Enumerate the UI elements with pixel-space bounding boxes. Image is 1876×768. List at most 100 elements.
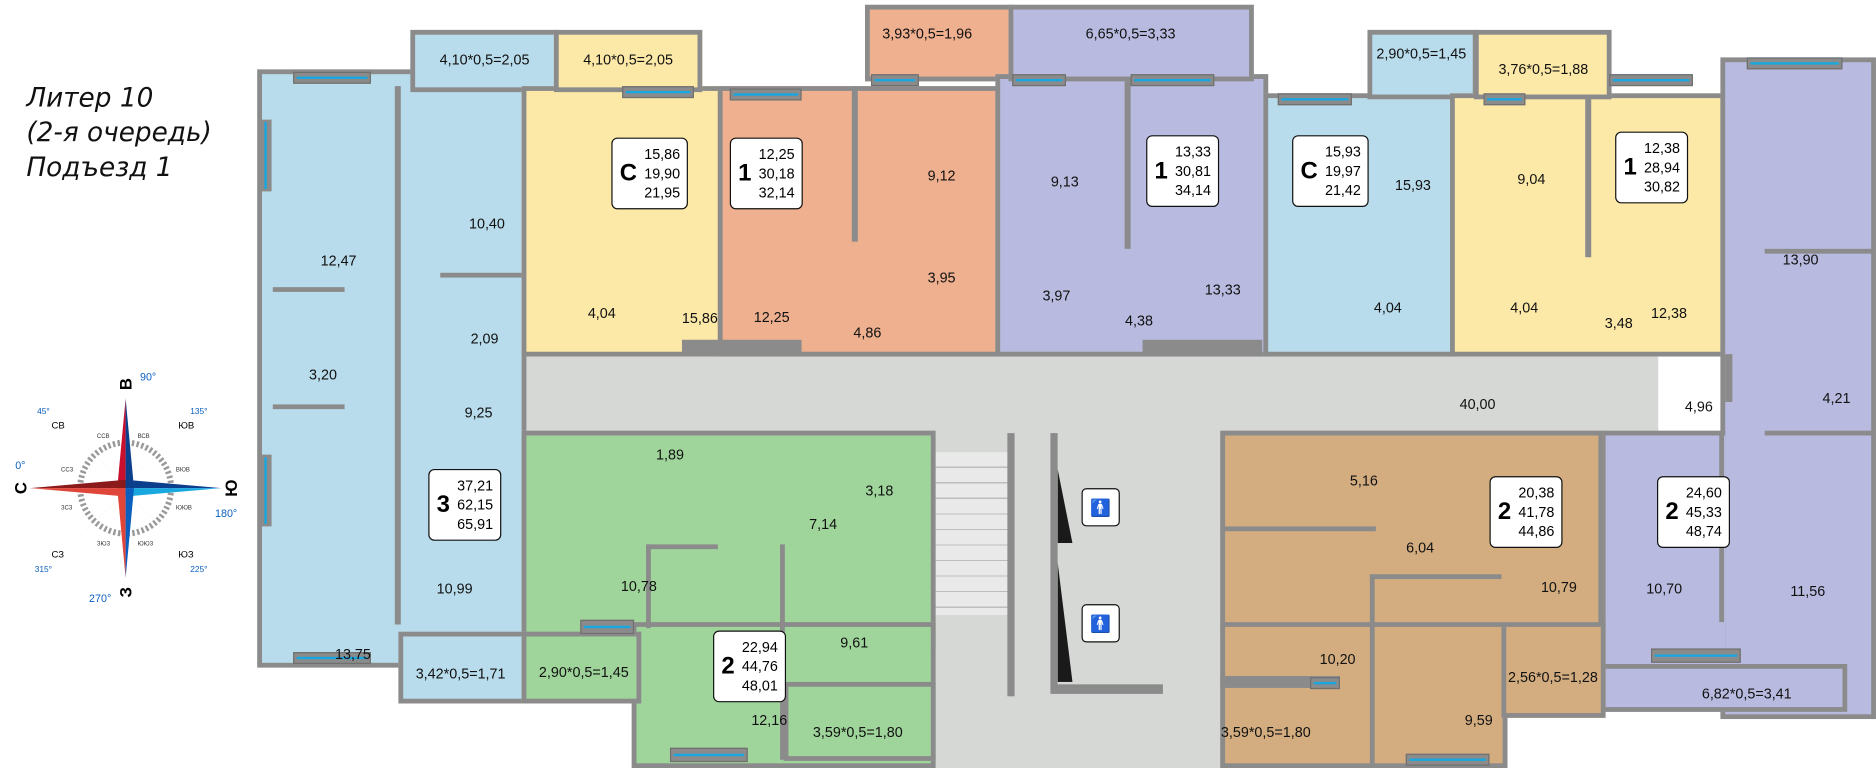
- living-area: 24,60: [1685, 484, 1722, 502]
- apartment-type: 1: [1623, 153, 1637, 181]
- total-area: 19,97: [1324, 162, 1361, 180]
- room-area-label: 9,13: [1050, 173, 1079, 191]
- balcony: [783, 681, 936, 761]
- room-area-label: 13,75: [334, 646, 371, 663]
- apartment-badge: 2 24,60 45,33 48,74: [1657, 476, 1731, 548]
- apartment-type: С: [1300, 157, 1318, 184]
- apartment-2-room-wing: [1600, 430, 1726, 670]
- corridor: [521, 351, 1659, 438]
- room-area-label: 4,38: [1124, 312, 1153, 330]
- apartment-2-room-wing: [1220, 622, 1508, 768]
- deg-90: 90°: [140, 371, 156, 383]
- room-area-label: 6,82*0,5=3,41: [1701, 685, 1792, 703]
- room-area-label: 3,48: [1604, 314, 1633, 332]
- apartment-badge: 1 13,33 30,81 34,14: [1146, 135, 1220, 207]
- apartment-type: 3: [436, 491, 450, 518]
- room-area-label: 9,04: [1517, 171, 1546, 188]
- apartment-1-room: [717, 86, 1001, 357]
- deg-225: 225°: [190, 564, 207, 574]
- room-area-label: 2,90*0,5=1,45: [1376, 45, 1467, 63]
- room-area-label: 4,21: [1822, 390, 1851, 407]
- total-with-balcony-area: 34,14: [1175, 181, 1211, 199]
- apartment-type: 2: [721, 652, 735, 679]
- room-area-label: 4,10*0,5=2,05: [439, 51, 530, 69]
- room-area-label: 3,76*0,5=1,88: [1498, 61, 1589, 78]
- total-with-balcony-area: 48,74: [1685, 522, 1722, 540]
- balcony: [864, 4, 1014, 82]
- room-area-label: 4,04: [1373, 299, 1402, 316]
- room-area-label: 4,86: [853, 324, 882, 341]
- living-area: 15,86: [644, 145, 681, 163]
- total-with-balcony-area: 48,01: [741, 677, 778, 694]
- balcony: [1008, 4, 1254, 82]
- compass-minor: ССЗ: [61, 467, 74, 473]
- apartment-badge: 1 12,38 28,94 30,82: [1615, 131, 1689, 204]
- compass-minor: ЗСЗ: [61, 506, 73, 512]
- room-area-label: 10,78: [620, 577, 657, 595]
- deg-315: 315°: [35, 564, 52, 574]
- apartment-type: 2: [1665, 498, 1679, 525]
- apartment-3: [257, 69, 527, 668]
- compass-sw: ЮЗ: [178, 550, 194, 561]
- apartment-badge: 3 37,21 62,15 65,91: [428, 468, 502, 541]
- apartment-type: С: [619, 159, 638, 187]
- room-area-label: 2,56*0,5=1,28: [1508, 668, 1598, 686]
- compass-nw: СЗ: [51, 550, 64, 561]
- queue-label: (2-я очередь): [26, 118, 212, 149]
- room-area-label: 7,14: [809, 515, 838, 533]
- room-area-label: 1,89: [656, 446, 684, 464]
- room-area-label: 10,79: [1540, 579, 1577, 596]
- room-area-label: 4,04: [1510, 299, 1539, 316]
- room-area-label: 9,61: [840, 634, 869, 651]
- room-area-label: 9,12: [927, 167, 956, 185]
- room-area-label: 2,90*0,5=1,45: [538, 664, 629, 681]
- total-area: 62,15: [457, 496, 494, 514]
- apartment-type: 1: [738, 159, 752, 187]
- room-area-label: 3,20: [309, 366, 338, 383]
- elevator-icon: 🚹: [1081, 604, 1120, 643]
- room-area-label: 13,90: [1782, 251, 1819, 268]
- compass-minor: ЮЮЗ: [138, 542, 154, 548]
- apartment-2-room: [1720, 57, 1876, 720]
- compass-north: С: [11, 482, 30, 494]
- corridor-area: 40,00: [1459, 396, 1496, 413]
- total-area: 45,33: [1685, 503, 1722, 521]
- compass-rose-icon: С В Ю З 0° 90° 180° 270° СВ 45° ЮВ 135° …: [11, 371, 241, 604]
- living-area: 15,93: [1324, 143, 1361, 161]
- room-area-label: 4,10*0,5=2,05: [583, 51, 674, 69]
- room-area-label: 4,04: [587, 305, 616, 322]
- total-area: 30,81: [1175, 162, 1211, 180]
- room-area-label: 3,42*0,5=1,71: [415, 665, 506, 682]
- total-with-balcony-area: 44,86: [1518, 522, 1555, 540]
- room-area-label: 3,18: [865, 482, 894, 499]
- staircase: [935, 452, 1010, 615]
- room-area-label: 5,16: [1349, 472, 1378, 490]
- room-area-label: 6,04: [1406, 539, 1435, 557]
- room-area-label: 3,97: [1042, 287, 1071, 304]
- total-area: 28,94: [1644, 159, 1680, 176]
- apartment-1-room: [995, 74, 1269, 357]
- total-with-balcony-area: 21,95: [644, 184, 681, 201]
- compass-ne: СВ: [51, 420, 64, 431]
- deg-180: 180°: [215, 508, 237, 520]
- total-with-balcony-area: 21,42: [1324, 181, 1361, 199]
- room-area-label: 3,59*0,5=1,80: [1220, 723, 1311, 741]
- room-area-label: 9,25: [464, 404, 493, 422]
- compass-east: В: [117, 378, 136, 390]
- living-area: 13,33: [1175, 143, 1211, 161]
- apartment-2-room: [521, 430, 936, 649]
- living-area: 22,94: [741, 638, 778, 656]
- room-area-label: 12,38: [1651, 305, 1687, 322]
- room-area-label: 2,09: [470, 330, 499, 347]
- entrance-label: Подъезд 1: [26, 153, 173, 184]
- room-area-label: 4,96: [1684, 398, 1713, 416]
- room-area-label: 13,33: [1204, 281, 1241, 298]
- room-area-label: 12,16: [751, 711, 788, 729]
- room-area-label: 10,99: [436, 580, 473, 598]
- compass-minor: ЮЮВ: [176, 506, 192, 512]
- deg-45: 45°: [37, 406, 50, 416]
- liter-label: Литер 10: [26, 83, 154, 114]
- compass-minor: ВСВ: [138, 434, 150, 440]
- room-area-label: 11,56: [1790, 582, 1826, 600]
